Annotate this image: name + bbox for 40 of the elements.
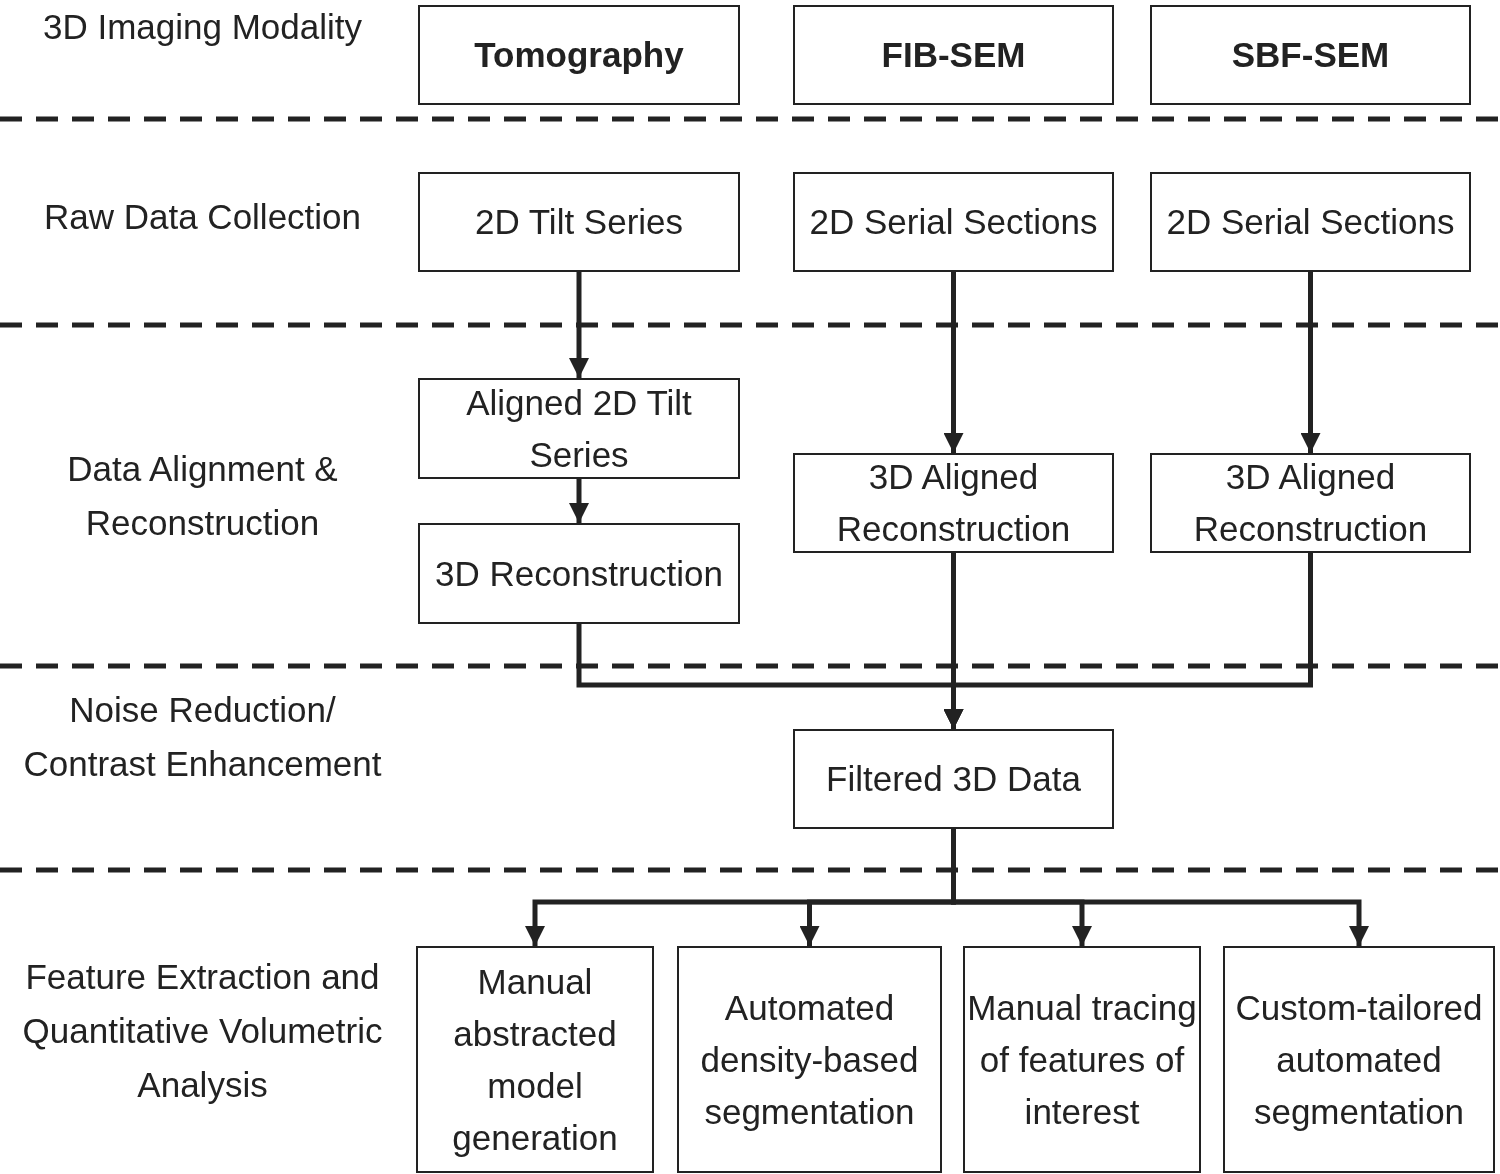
arrow: [1300, 272, 1321, 453]
stage-label: Noise Reduction/ Contrast Enhancement: [22, 689, 383, 785]
step-text: 2D Serial Sections: [1166, 201, 1455, 243]
process-box: [793, 453, 1114, 553]
process-box: [793, 5, 1114, 105]
process-box: [1150, 5, 1471, 105]
process-box: [418, 172, 740, 272]
process-box: [418, 523, 740, 624]
step-text: Aligned 2D Tilt Series: [465, 381, 693, 476]
process-box: [793, 172, 1114, 272]
arrow: [569, 272, 589, 378]
stage-label: Raw Data Collection: [42, 196, 363, 238]
step-text: 2D Serial Sections: [809, 201, 1098, 243]
arrow: [569, 479, 589, 523]
step-text: Manual tracing of features of interest: [966, 986, 1198, 1133]
step-text: Filtered 3D Data: [826, 758, 1081, 800]
step-text: Manual abstracted model generation: [451, 960, 619, 1159]
process-box: [793, 729, 1114, 829]
modality-heading: FIB-SEM: [881, 34, 1026, 76]
step-text: 3D Reconstruction: [435, 552, 723, 595]
step-text: 3D Aligned Reconstruction: [1192, 456, 1429, 550]
process-box: [677, 946, 942, 1173]
step-text: Custom-tailored automated segmentation: [1234, 986, 1484, 1133]
process-box: [1150, 172, 1471, 272]
step-text: 3D Aligned Reconstruction: [835, 456, 1072, 550]
process-box: [963, 946, 1201, 1173]
process-box: [1223, 946, 1495, 1173]
arrow: [943, 272, 964, 453]
process-box: [1150, 453, 1471, 553]
stage-label: Data Alignment & Reconstruction: [66, 448, 339, 544]
process-box: [418, 5, 740, 105]
modality-heading: Tomography: [474, 34, 684, 76]
modality-heading: SBF-SEM: [1231, 34, 1390, 76]
process-box: [418, 378, 740, 479]
step-text: 2D Tilt Series: [474, 201, 684, 243]
stage-label: Feature Extraction and Quantitative Volumetric Analysis: [21, 956, 384, 1106]
arrow: [951, 829, 1369, 946]
step-text: Automated density-based segmentation: [699, 986, 920, 1133]
stage-label: 3D Imaging Modality: [41, 6, 363, 48]
process-box: [416, 946, 654, 1173]
